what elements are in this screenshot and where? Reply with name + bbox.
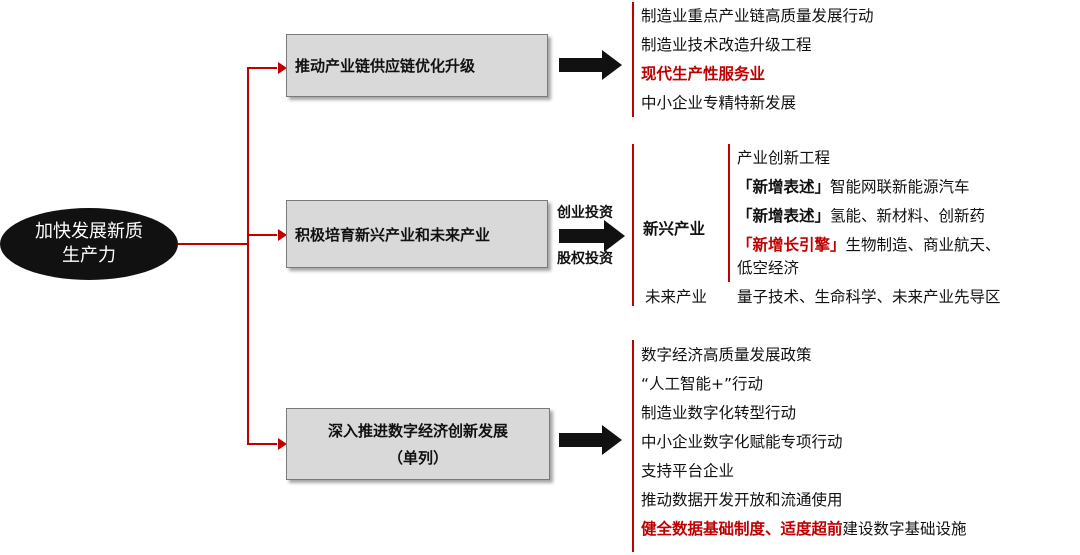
list-item: 制造业重点产业链高质量发展行动 <box>641 7 874 25</box>
new-tag: 「新增表述」 <box>737 207 831 225</box>
tree-trunk <box>247 67 249 444</box>
list-item: 中小企业数字化赋能专项行动 <box>641 433 843 451</box>
emerging-title: 新兴产业 <box>643 220 706 238</box>
arrowhead-1 <box>278 62 287 74</box>
emerging-item-text: 智能网联新能源汽车 <box>830 178 970 196</box>
root-node: 加快发展新质 生产力 <box>0 208 178 280</box>
emerging-item: 产业创新工程 <box>737 149 831 167</box>
list-item: 制造业技术改造升级工程 <box>641 36 812 54</box>
list-bar-1 <box>632 2 634 117</box>
arrow-label-top: 创业投资 <box>557 205 613 221</box>
list-item: 支持平台企业 <box>641 462 735 480</box>
branch-box-digital-economy: 深入推进数字经济创新发展 （单列） <box>286 408 550 480</box>
big-arrow-1 <box>559 50 622 80</box>
big-arrow-2 <box>559 220 625 252</box>
branch-connector-2 <box>247 234 277 236</box>
branch-box-emerging-industries: 积极培育新兴产业和未来产业 <box>286 200 548 268</box>
list-item: 数字经济高质量发展政策 <box>641 346 812 364</box>
emerging-item: 「新增表述」智能网联新能源汽车 <box>737 177 970 197</box>
list-bar-2 <box>632 144 634 306</box>
list-item-text: 建设数字基础设施 <box>842 520 967 538</box>
big-arrow-3 <box>559 425 622 455</box>
emerging-item-text: 氢能、新材料、创新药 <box>830 207 986 225</box>
list-item: 推动数据开发开放和流通使用 <box>641 491 843 509</box>
branch-label: 积极培育新兴产业和未来产业 <box>295 225 491 244</box>
list-item: 中小企业专精特新发展 <box>641 94 797 112</box>
emerging-item: 「新增长引擎」生物制造、商业航天、 <box>737 235 1001 255</box>
root-connector <box>178 243 248 245</box>
future-title: 未来产业 <box>645 288 708 306</box>
list-item-highlight: 健全数据基础制度、适度超前 <box>641 520 843 538</box>
branch-label-line2: （单列） <box>387 449 448 467</box>
emerging-item-text: 生物制造、商业航天、 <box>845 236 1001 254</box>
branch-connector-1 <box>247 67 277 69</box>
arrowhead-2 <box>278 229 287 241</box>
list-item: 制造业数字化转型行动 <box>641 404 797 422</box>
list-bar-3 <box>632 340 634 552</box>
branch-connector-3 <box>247 443 277 445</box>
arrowhead-3 <box>278 438 287 450</box>
branch-label-line1: 深入推进数字经济创新发展 <box>327 422 508 440</box>
emerging-item: 「新增表述」氢能、新材料、创新药 <box>737 206 985 226</box>
arrow-label-bottom: 股权投资 <box>557 251 613 267</box>
root-label-line1: 加快发展新质 <box>35 221 143 242</box>
future-text: 量子技术、生命科学、未来产业先导区 <box>737 288 1001 306</box>
new-tag: 「新增表述」 <box>737 178 831 196</box>
list-item: “人工智能+”行动 <box>641 375 764 393</box>
root-label-line2: 生产力 <box>62 245 116 266</box>
emerging-item: 低空经济 <box>737 259 800 277</box>
list-item: 健全数据基础制度、适度超前建设数字基础设施 <box>641 519 967 539</box>
branch-label: 推动产业链供应链优化升级 <box>295 57 476 75</box>
list-item-highlight: 现代生产性服务业 <box>641 65 766 83</box>
growth-tag: 「新增长引擎」 <box>737 236 846 254</box>
emerging-bar <box>728 144 730 282</box>
branch-box-supply-chain: 推动产业链供应链优化升级 <box>286 34 548 97</box>
